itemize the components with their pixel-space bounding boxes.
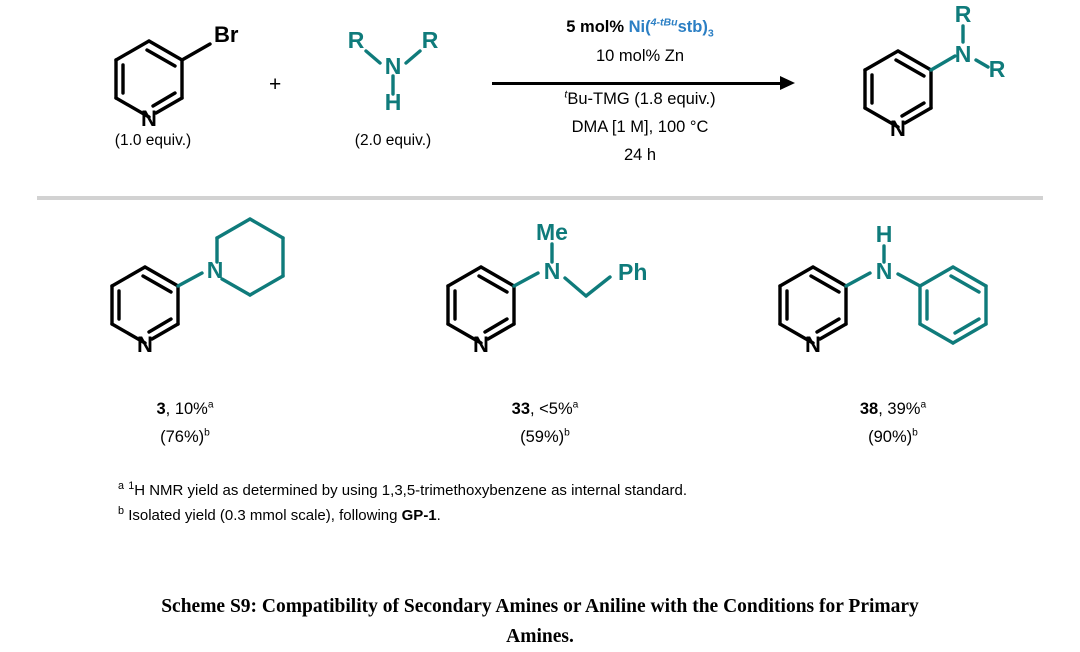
caption-line-2: Amines. <box>506 626 574 648</box>
reactant-secondary-amine: R R N H <box>318 26 468 136</box>
footnote-a-text: H NMR yield as determined by using 1,3,5… <box>134 482 687 499</box>
footnote-b-text-before: Isolated yield (0.3 mmol scale), followi… <box>128 507 402 524</box>
product-2-isolated-footnote-mark: b <box>564 427 570 439</box>
product-3-structure: N H N <box>760 221 1020 382</box>
condition-base: tBu-TMG (1.8 equiv.) <box>500 88 780 109</box>
base-text: Bu-TMG (1.8 equiv.) <box>567 90 716 108</box>
footnote-b-mark: b <box>118 505 125 517</box>
catalyst-prefix: Ni( <box>628 18 651 36</box>
product-2-number: 33 <box>511 400 530 418</box>
base-superscript: t <box>564 88 568 101</box>
reaction-arrow-line <box>492 82 782 85</box>
product-1-number: 3 <box>156 400 166 418</box>
condition-zinc: 10 mol% Zn <box>595 47 685 65</box>
product-2-yield-nmr: 33, <5%a <box>511 399 579 418</box>
product-3-nmr-value: 39% <box>887 400 921 418</box>
section-divider <box>37 196 1043 200</box>
amine-r-left-label: R <box>348 27 365 53</box>
product-r-right-label: R <box>989 56 1006 82</box>
product-3-amine-nitrogen-label: N <box>876 258 893 284</box>
product-2-methyl-label: Me <box>536 219 568 245</box>
catalyst-subscript: 3 <box>707 27 714 40</box>
product-2-phenyl-label: Ph <box>618 259 647 285</box>
product-1-yield-isolated: (76%)b <box>60 428 310 447</box>
product-3-yield-isolated: (90%)b <box>768 428 1018 447</box>
product-2-nmr-footnote-mark: a <box>572 399 579 411</box>
scheme-caption: Scheme S9: Compatibility of Secondary Am… <box>40 592 1040 652</box>
product-2-isolated-value: (59%) <box>520 428 565 446</box>
plus-sign: + <box>269 73 282 96</box>
footnote-b: b Isolated yield (0.3 mmol scale), follo… <box>118 505 441 524</box>
amine-nitrogen-label: N <box>385 53 402 79</box>
general-product-structure: N R N R <box>845 1 1025 142</box>
product-2-nmr-value: <5% <box>539 400 573 418</box>
condition-time: 24 h <box>623 146 657 164</box>
product-1-amine-nitrogen-label: N <box>207 257 224 283</box>
product-1-pyridine-nitrogen-label: N <box>137 332 153 357</box>
pyridine-nitrogen-label: N <box>141 106 157 131</box>
caption-line-1: Scheme S9: Compatibility of Secondary Am… <box>161 596 919 617</box>
catalyst-mid: stb) <box>677 18 708 36</box>
reactant-2-equivalents: (2.0 equiv.) <box>354 132 432 149</box>
catalyst-loading: 5 mol% <box>566 18 629 36</box>
product-3-isolated-footnote-mark: b <box>912 427 918 439</box>
bromine-label: Br <box>214 22 239 47</box>
product-pyridine-nitrogen-label: N <box>890 116 906 141</box>
footnote-b-procedure-ref: GP-1 <box>401 507 437 524</box>
product-r-top-label: R <box>955 1 972 27</box>
reactant-3-bromopyridine: N Br <box>96 22 246 132</box>
amine-hydrogen-label: H <box>385 89 402 115</box>
product-2-amine-nitrogen-label: N <box>544 258 561 284</box>
product-3-isolated-value: (90%) <box>868 428 913 446</box>
product-1-structure: N N <box>92 217 322 382</box>
footnote-a-mark: a <box>118 480 125 492</box>
catalyst-superscript: 4-tBu <box>650 16 678 29</box>
product-3-number: 38 <box>859 400 879 418</box>
footnote-b-text-after: . <box>436 507 441 524</box>
product-1-nmr-value: 10% <box>174 400 208 418</box>
amine-r-right-label: R <box>422 27 439 53</box>
product-3-pyridine-nitrogen-label: N <box>805 332 821 357</box>
product-3-nmr-footnote-mark: a <box>920 399 927 411</box>
footnote-a-proton-superscript: 1 <box>128 480 135 492</box>
condition-solvent: DMA [1 M], 100 °C <box>571 118 709 136</box>
product-amine-nitrogen-label: N <box>955 41 972 67</box>
reactant-1-equivalents: (1.0 equiv.) <box>114 132 192 149</box>
product-1-yield-nmr: 3, 10%a <box>156 399 214 418</box>
product-3-yield-nmr: 38, 39%a <box>859 399 927 418</box>
reaction-arrow-head <box>780 76 795 90</box>
product-1-isolated-value: (76%) <box>160 428 205 446</box>
product-1-nmr-footnote-mark: a <box>207 399 214 411</box>
product-2-structure: N Me N Ph <box>428 219 678 382</box>
condition-catalyst: 5 mol% Ni(4-tBustb)3 <box>500 16 780 40</box>
product-2-pyridine-nitrogen-label: N <box>473 332 489 357</box>
product-2-yield-isolated: (59%)b <box>420 428 670 447</box>
product-1-isolated-footnote-mark: b <box>204 427 210 439</box>
reaction-scheme-row: N Br (1.0 equiv.) + R R N H (2.0 equiv.) <box>0 0 1080 180</box>
product-3-amine-hydrogen-label: H <box>876 221 893 247</box>
footnote-a: a 1H NMR yield as determined by using 1,… <box>118 480 687 499</box>
